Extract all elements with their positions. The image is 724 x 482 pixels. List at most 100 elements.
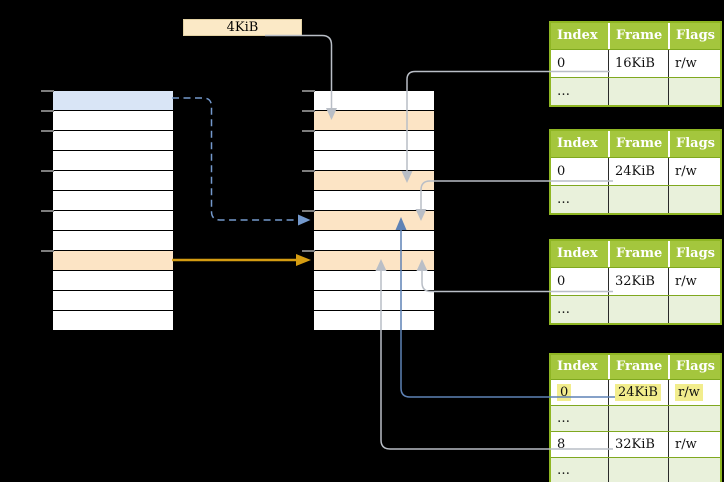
page-table-cell: r/w — [668, 268, 720, 295]
memory-cell — [53, 91, 173, 111]
address-tick — [302, 110, 315, 112]
page-table-cell: 32KiB — [608, 268, 668, 295]
memory-cell — [53, 131, 173, 151]
page-table-cell: … — [551, 458, 608, 482]
address-tick — [302, 130, 315, 132]
page-table-cell: r/w — [668, 50, 720, 77]
address-tick — [302, 250, 315, 252]
page-table-row: … — [551, 295, 720, 323]
page-table-cell — [608, 458, 668, 482]
memory-cell — [53, 311, 173, 331]
page-table-row: … — [551, 77, 720, 105]
column-header: Flags — [668, 23, 720, 49]
memory-cell — [53, 231, 173, 251]
page-table-cell — [608, 78, 668, 105]
page-table-cell — [668, 186, 720, 213]
page-size-label: 4KiB — [183, 19, 302, 36]
address-tick — [41, 130, 54, 132]
page-table-cell — [668, 296, 720, 323]
address-tick — [302, 170, 315, 172]
page-table-cell: r/w — [668, 432, 720, 457]
column-header: Flags — [668, 131, 720, 157]
memory-cell — [53, 251, 173, 271]
column-header: Frame — [608, 241, 668, 267]
highlighted-value: 24KiB — [615, 384, 661, 401]
page-table-cell: 0 — [551, 268, 608, 295]
page-table-row: … — [551, 457, 720, 482]
page-size-text: 4KiB — [226, 20, 259, 35]
address-tick — [41, 250, 54, 252]
memory-cell — [314, 311, 434, 331]
address-tick — [41, 210, 54, 212]
memory-cell — [314, 231, 434, 251]
arrowhead-virtual-page8-gold — [296, 254, 311, 266]
memory-cell — [314, 211, 434, 231]
column-header: Index — [551, 23, 608, 49]
page-table-cell: 16KiB — [608, 50, 668, 77]
page-table-cell — [608, 296, 668, 323]
memory-cell — [53, 291, 173, 311]
page-table-cell: r/w — [668, 380, 720, 405]
memory-cell — [314, 131, 434, 151]
highlighted-value: r/w — [675, 384, 703, 401]
column-header: Index — [551, 355, 608, 379]
memory-cell — [53, 171, 173, 191]
address-tick — [302, 90, 315, 92]
virtual-memory-column — [41, 90, 174, 332]
page-table-cell: 0 — [551, 380, 608, 405]
memory-cell — [314, 271, 434, 291]
column-header: Flags — [668, 241, 720, 267]
memory-cell — [314, 191, 434, 211]
column-header: Frame — [608, 355, 668, 379]
page-table-cell: … — [551, 296, 608, 323]
memory-cell — [314, 151, 434, 171]
page-table-cell: 32KiB — [608, 432, 668, 457]
page-table-cell: 24KiB — [608, 158, 668, 185]
column-header: Index — [551, 131, 608, 157]
column-header: Flags — [668, 355, 720, 379]
address-tick — [41, 170, 54, 172]
page-table-cell — [608, 406, 668, 431]
page-table-cell — [668, 458, 720, 482]
column-header: Index — [551, 241, 608, 267]
address-tick — [302, 210, 315, 212]
arrowhead-virtual-page0-dashed — [298, 214, 311, 226]
page-table-row: … — [551, 185, 720, 213]
memory-cell — [314, 91, 434, 111]
physical-memory-column — [302, 90, 435, 332]
column-header: Frame — [608, 23, 668, 49]
page-table-cell: … — [551, 406, 608, 431]
memory-cell — [314, 111, 434, 131]
page-table-cell: 0 — [551, 50, 608, 77]
page-table-cell: … — [551, 186, 608, 213]
page-table-cell: r/w — [668, 158, 720, 185]
arrow-virtual-page0-dashed — [172, 97, 298, 221]
memory-cell — [314, 291, 434, 311]
page-table-cell — [668, 78, 720, 105]
memory-cell — [53, 151, 173, 171]
page-table-cell: 24KiB — [608, 380, 668, 405]
page-table-cell: 0 — [551, 158, 608, 185]
page-table-cell: … — [551, 78, 608, 105]
address-tick — [41, 90, 54, 92]
page-table-cell — [608, 186, 668, 213]
address-tick — [41, 110, 54, 112]
memory-cell — [53, 191, 173, 211]
page-table-cell: 8 — [551, 432, 608, 457]
memory-cell — [314, 251, 434, 271]
highlighted-value: 0 — [557, 384, 572, 401]
column-header: Frame — [608, 131, 668, 157]
